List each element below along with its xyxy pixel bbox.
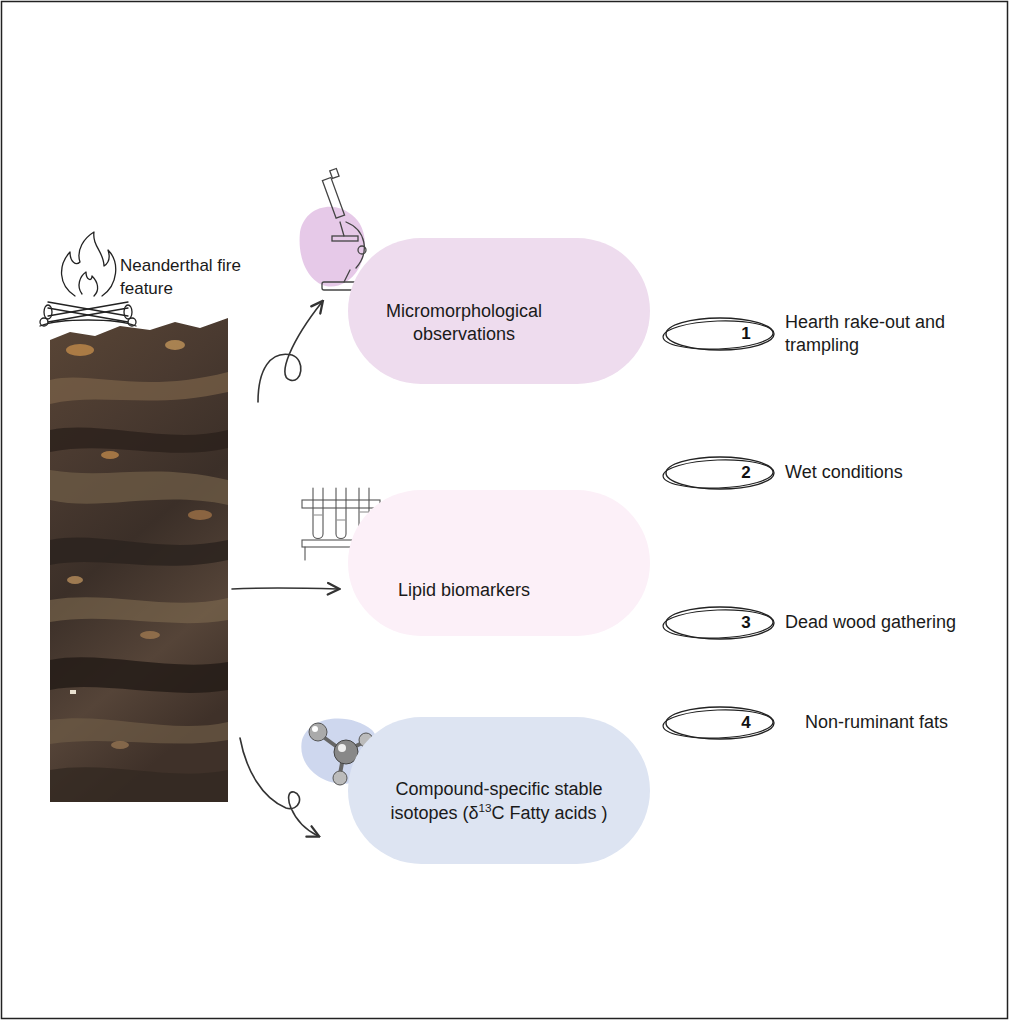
callout-number: 2 (741, 463, 750, 483)
finding-callout: 4Non-ruminant fats (660, 703, 776, 743)
hand-drawn-oval (660, 603, 776, 643)
finding-label: Dead wood gathering (785, 611, 985, 634)
finding-label: Hearth rake-out and trampling (785, 311, 985, 358)
method-label: Lipid biomarkers (398, 579, 530, 602)
finding-callout: 3Dead wood gathering (660, 603, 776, 643)
hand-drawn-oval (660, 453, 776, 493)
finding-callout: 2Wet conditions (660, 453, 776, 493)
finding-label: Non-ruminant fats (805, 711, 1005, 734)
callout-number: 1 (741, 324, 750, 344)
pointer-arrow (232, 302, 338, 836)
microscope-icon (300, 169, 366, 290)
hand-drawn-oval (660, 703, 776, 743)
finding-label: Wet conditions (785, 461, 985, 484)
method-box: Micromorphological observations (348, 238, 650, 384)
method-label: Micromorphological observations (368, 300, 560, 347)
method-box: Lipid biomarkers (348, 490, 650, 636)
method-label: Compound-specific stable isotopes (δ13C … (374, 778, 624, 825)
figure-label: Neanderthal fire feature (120, 255, 270, 301)
finding-callout: 1Hearth rake-out and trampling (660, 314, 776, 354)
method-box: Compound-specific stable isotopes (δ13C … (348, 717, 650, 864)
hand-drawn-oval (660, 314, 776, 354)
callout-number: 3 (741, 613, 750, 633)
sediment-photo (50, 310, 230, 805)
callout-number: 4 (741, 713, 750, 733)
